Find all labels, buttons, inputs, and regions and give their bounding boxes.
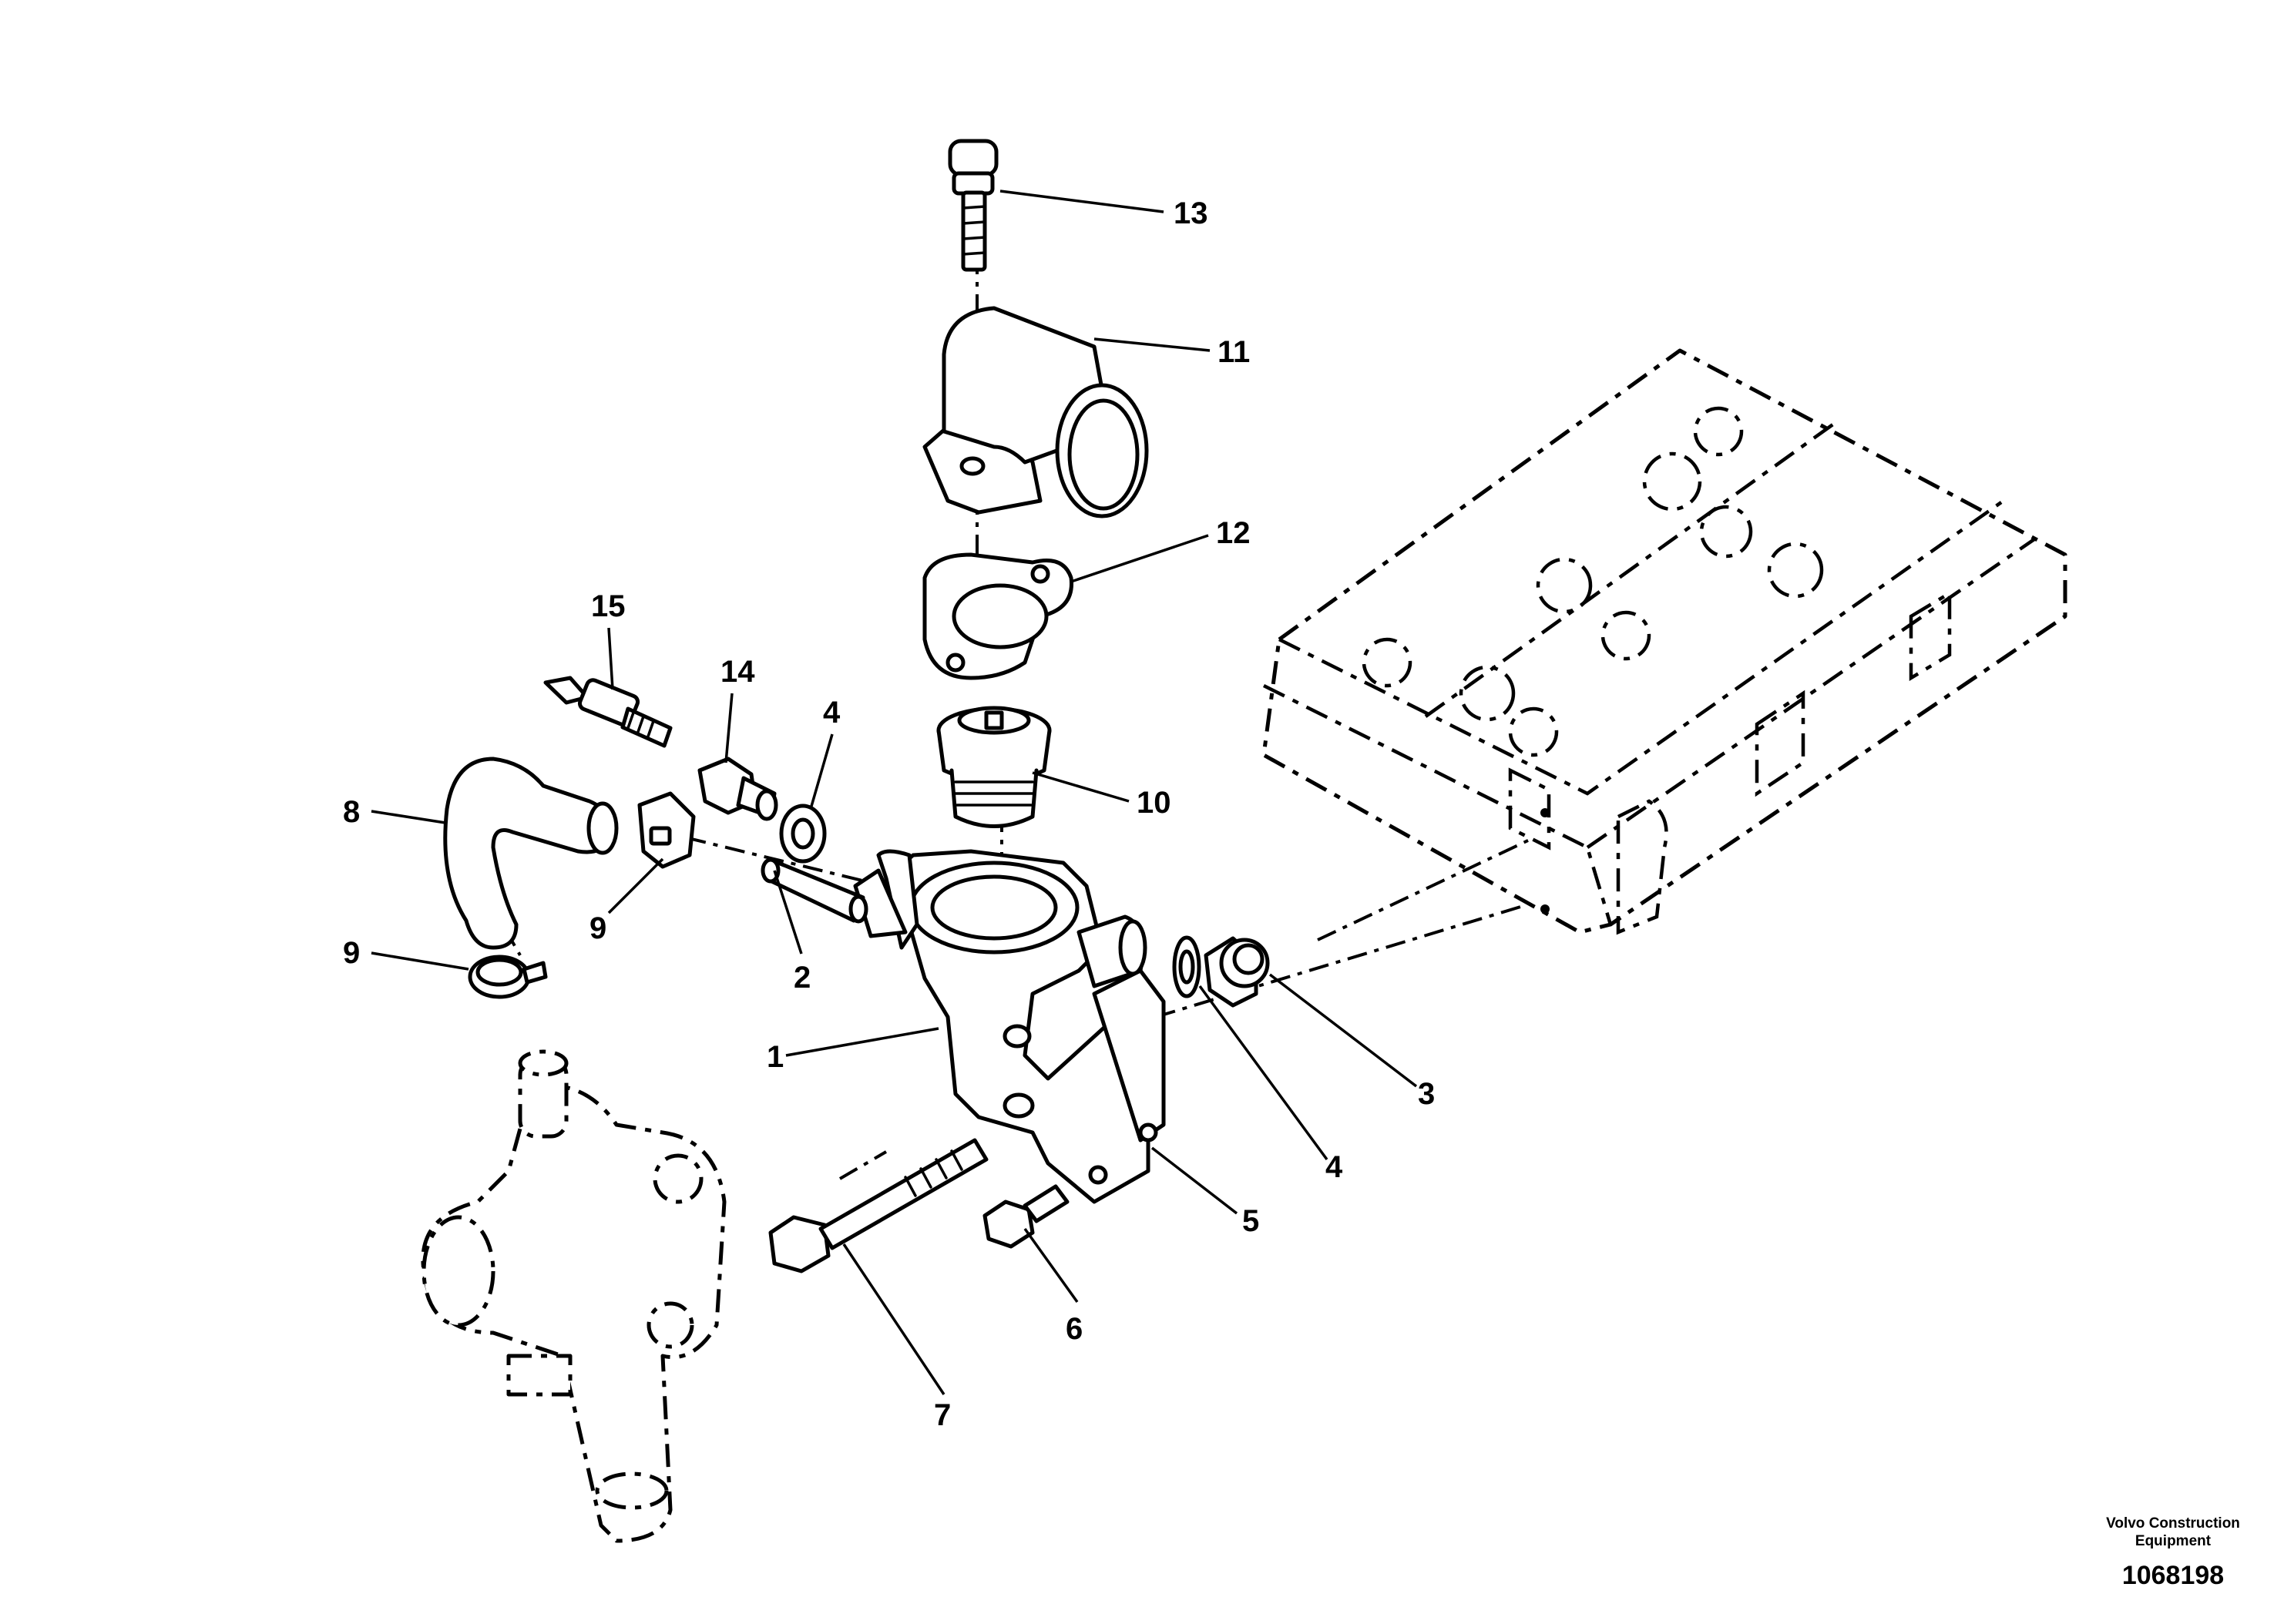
callout-9-upper: 9	[589, 911, 606, 945]
callout-13: 13	[1174, 196, 1208, 230]
part-9-clamp-upper	[637, 791, 696, 869]
part-6-short-bolt	[982, 1184, 1070, 1249]
callout-4-lower: 4	[1325, 1150, 1343, 1184]
part-11-outlet-elbow	[922, 306, 1149, 518]
callout-15: 15	[591, 589, 626, 623]
part-1-thermostat-housing	[853, 849, 1166, 1204]
part-3-plug	[1204, 936, 1270, 1008]
callout-9-lower: 9	[343, 936, 360, 970]
callout-5: 5	[1242, 1204, 1259, 1238]
callout-3: 3	[1418, 1077, 1435, 1111]
callout-1: 1	[767, 1040, 784, 1074]
part-12-gasket	[922, 552, 1073, 680]
callout-8: 8	[343, 795, 360, 829]
water-pump-phantom	[421, 1049, 727, 1543]
callout-10: 10	[1137, 786, 1171, 820]
part-2-pipe	[761, 857, 868, 924]
leader-lines	[371, 190, 1418, 1395]
part-14-adapter	[697, 757, 778, 821]
part-9-clamp-lower	[468, 955, 548, 999]
callout-6: 6	[1066, 1312, 1083, 1346]
part-4-sealing-washer-upper	[779, 804, 827, 864]
callout-4-upper: 4	[823, 696, 841, 730]
part-8-hose	[443, 757, 619, 950]
drawing-number: 1068198	[2121, 1561, 2225, 1590]
part-10-thermostat	[936, 706, 1052, 828]
brand-line-2: Equipment	[2134, 1533, 2212, 1549]
callout-12: 12	[1216, 516, 1251, 550]
part-15-temperature-sender	[543, 676, 673, 748]
part-13-bolt	[948, 139, 999, 272]
drawing-reference: Volvo Construction Equipment 1068198	[2081, 1515, 2265, 1591]
callout-7: 7	[934, 1398, 951, 1432]
brand-line-1: Volvo Construction	[2106, 1515, 2240, 1532]
callout-labels: 13 11 12 15 14 4 10 8 9 9 2 1 3 4 5 6 7	[343, 196, 1435, 1432]
callout-14: 14	[720, 655, 755, 689]
callout-11: 11	[1218, 335, 1250, 369]
cylinder-head-phantom	[1261, 348, 2067, 935]
callout-2: 2	[794, 961, 811, 995]
part-4-sealing-washer-lower	[1172, 935, 1201, 998]
part-7-long-bolt	[768, 1138, 989, 1273]
